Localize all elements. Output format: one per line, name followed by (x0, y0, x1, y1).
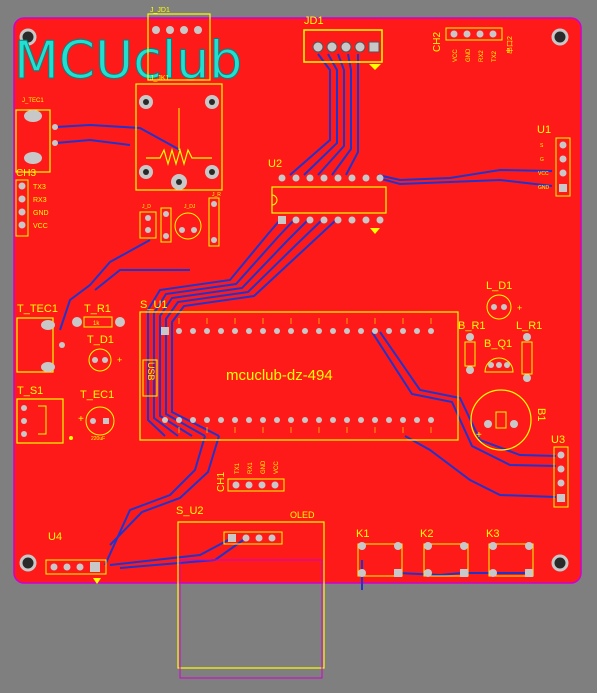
j-dj-label: J_DJ (184, 204, 196, 210)
u1-label: U1 (537, 124, 551, 136)
u2-chip: U2 (268, 158, 387, 234)
t-r1-label: T_R1 (84, 303, 111, 315)
svg-text:VCC: VCC (538, 171, 549, 177)
t-tec1-component: T_TEC1 (16, 303, 65, 373)
svg-text:+: + (117, 355, 122, 365)
ch2-pin-label: RX2 (479, 50, 485, 62)
u2-label: U2 (268, 158, 282, 170)
jd1-connector: JD1 (303, 15, 383, 70)
oled-label: OLED (290, 510, 315, 520)
ch3-pin-label: VCC (33, 223, 48, 230)
j-tec1-component: J_TEC1 (15, 98, 58, 173)
svg-text:G: G (540, 157, 544, 163)
mounting-hole (19, 554, 37, 572)
mounting-hole (551, 554, 569, 572)
jd1-label: JD1 (304, 15, 324, 27)
ch1-label: CH1 (216, 472, 227, 492)
trace-layer (55, 53, 557, 590)
k3-label: K3 (486, 528, 499, 540)
t-ec1-component: T_EC1 + 220uF (78, 389, 115, 442)
l-d1-label: L_D1 (486, 280, 512, 292)
ch3-label: CH3 (16, 168, 36, 179)
s-u2-label: S_U2 (176, 505, 204, 517)
t-r1-component: T_R1 1k (72, 303, 125, 328)
k1-label: K1 (356, 528, 369, 540)
ch1-pin-label: GND (261, 460, 267, 474)
ch1-header: CH1 TX1 RX1 GND VCC (216, 460, 285, 492)
ch3-pin-label: RX3 (33, 197, 47, 204)
k2-label: K2 (420, 528, 433, 540)
ch2-header: CH2 VCC GND RX2 TX2 串口2 (432, 27, 514, 62)
ch3-pin-label: TX3 (33, 184, 46, 191)
key-k1: K1 (356, 528, 403, 577)
b-r1-component: B_R1 (458, 320, 486, 374)
t-ec1-label: T_EC1 (80, 389, 114, 401)
t-r1-value: 1k (93, 321, 100, 327)
b-r1-label: B_R1 (458, 320, 486, 332)
s-u1-module: S_U1 USB mcuclub-dz-494 (139, 299, 459, 441)
t-ec1-value: 220uF (91, 436, 105, 442)
ch3-header: CH3 TX3 RX3 GND VCC (15, 168, 49, 237)
svg-text:GND: GND (538, 185, 550, 191)
ch2-pin-label: TX2 (492, 50, 498, 62)
t-d1-label: T_D1 (87, 334, 114, 346)
svg-text:S: S (540, 143, 544, 149)
board-body (13, 17, 582, 584)
relay-body (135, 83, 223, 191)
ch2-label: CH2 (432, 32, 443, 52)
u3-label: U3 (551, 434, 565, 446)
ch1-pin-label: RX1 (248, 462, 254, 474)
u1-module: U1 S G VCC GND (537, 124, 571, 197)
ch2-pin-label: VCC (453, 49, 459, 62)
usb-label: USB (146, 362, 156, 381)
l-r1-label: L_R1 (516, 320, 542, 332)
key-k2: K2 (420, 528, 469, 577)
l-d1-component: L_D1 + (486, 280, 522, 320)
j-jd1-component: J_JD1 J_JK1 (147, 7, 211, 82)
b1-label: B1 (535, 408, 547, 421)
b1-buzzer: + B1 (470, 389, 547, 451)
relay-driver-parts: J_D J_DJ J_R (139, 192, 221, 247)
j-r-label: J_R (212, 192, 221, 198)
t-tec1-label: T_TEC1 (17, 303, 58, 315)
ch1-pin-label: VCC (274, 461, 280, 474)
t-d1-component: T_D1 + (87, 334, 122, 372)
mounting-holes (19, 28, 569, 572)
b-q1-component: B_Q1 (484, 338, 514, 373)
ch1-pin-label: TX1 (235, 462, 241, 474)
svg-text:+: + (476, 430, 482, 441)
mounting-hole (19, 28, 37, 46)
t-s1-switch: T_S1 (16, 385, 73, 444)
j-jk1-label: J_JK1 (150, 75, 170, 82)
b-q1-label: B_Q1 (484, 338, 512, 350)
svg-text:+: + (78, 414, 84, 425)
j-d-label: J_D (142, 204, 151, 210)
board-name: mcuclub-dz-494 (226, 367, 333, 384)
ch2-pin-label: GND (466, 48, 472, 62)
j-tec1-label: J_TEC1 (22, 98, 44, 104)
l-r1-component: L_R1 (516, 320, 542, 382)
u4-label: U4 (48, 531, 62, 543)
u4-module: U4 (45, 531, 107, 584)
ch3-pin-label: GND (33, 210, 49, 217)
key-k3: K3 (486, 528, 534, 577)
svg-text:+: + (517, 303, 522, 313)
s-u1-label: S_U1 (140, 299, 168, 311)
s-u2-oled: S_U2 OLED (176, 505, 325, 679)
t-s1-label: T_S1 (17, 385, 43, 397)
board-logo: MCUclub (14, 31, 242, 91)
mounting-hole (551, 28, 569, 46)
u3-module: U3 (551, 434, 569, 508)
ch2-tag: 串口2 (506, 36, 514, 54)
j-jd1-label: J_JD1 (150, 7, 170, 14)
